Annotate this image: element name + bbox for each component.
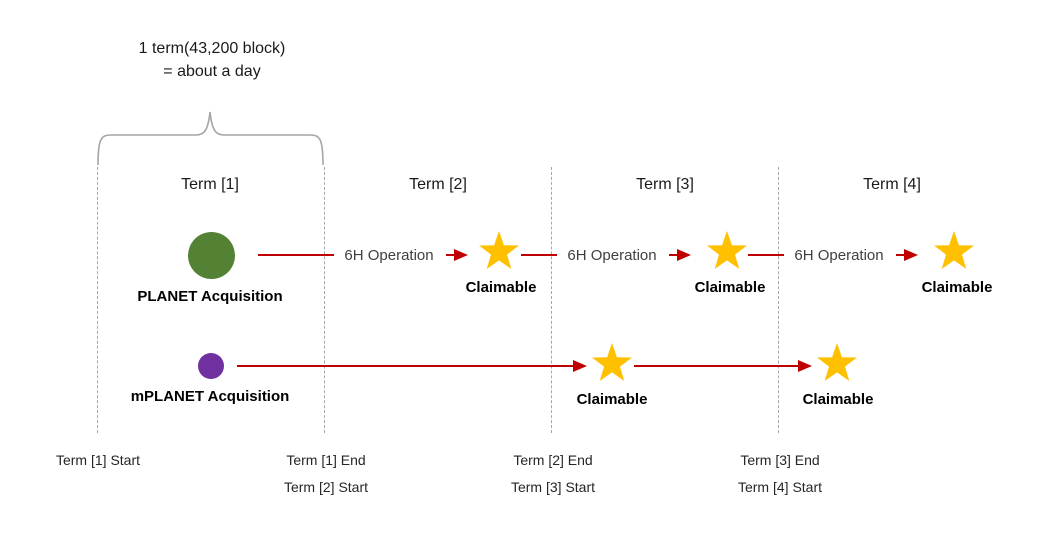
term-divider-3 — [551, 167, 552, 433]
arrow-line — [258, 254, 334, 256]
curly-brace-icon — [97, 111, 324, 166]
planet-acquisition-label: PLANET Acquisition — [137, 288, 283, 305]
term-divider-1 — [97, 167, 98, 433]
arrow-line — [896, 254, 904, 256]
claimable-label: Claimable — [576, 391, 648, 408]
term-2-start-label: Term [2] Start — [283, 479, 369, 495]
arrowhead-icon — [454, 249, 468, 261]
term-2-end-label: Term [2] End — [513, 452, 593, 468]
term-3-end-label: Term [3] End — [740, 452, 820, 468]
arrowhead-icon — [677, 249, 691, 261]
claimable-star-icon — [592, 343, 632, 381]
term-2-header: Term [2] — [409, 176, 467, 193]
term-4-header: Term [4] — [863, 176, 921, 193]
term-duration-note: 1 term(43,200 block) = about a day — [112, 37, 312, 83]
term-duration-note-line2: = about a day — [163, 63, 261, 80]
operation-label-2: 6H Operation — [567, 247, 657, 264]
arrow-line — [521, 254, 557, 256]
arrow-line — [446, 254, 454, 256]
claimable-label: Claimable — [694, 279, 766, 296]
term-1-header: Term [1] — [181, 176, 239, 193]
claimable-star-icon — [934, 231, 974, 269]
claimable-star-icon — [817, 343, 857, 381]
arrow-line — [237, 365, 573, 367]
claimable-label: Claimable — [802, 391, 874, 408]
arrow-line — [669, 254, 677, 256]
arrowhead-icon — [573, 360, 587, 372]
term-4-start-label: Term [4] Start — [737, 479, 823, 495]
term-3-start-label: Term [3] Start — [510, 479, 596, 495]
planet-marker-icon — [188, 232, 235, 279]
term-3-header: Term [3] — [636, 176, 694, 193]
claimable-star-icon — [479, 231, 519, 269]
arrow-line — [748, 254, 784, 256]
claimable-star-icon — [707, 231, 747, 269]
claimable-label: Claimable — [465, 279, 537, 296]
term-1-start-label: Term [1] Start — [55, 452, 141, 468]
mplanet-marker-icon — [198, 353, 224, 379]
operation-label-3: 6H Operation — [794, 247, 884, 264]
term-duration-note-line1: 1 term(43,200 block) — [138, 40, 286, 57]
arrowhead-icon — [904, 249, 918, 261]
term-1-end-label: Term [1] End — [286, 452, 366, 468]
arrow-line — [634, 365, 798, 367]
claimable-label: Claimable — [921, 279, 993, 296]
term-divider-2 — [324, 167, 325, 433]
operation-label-1: 6H Operation — [344, 247, 434, 264]
mplanet-acquisition-label: mPLANET Acquisition — [130, 388, 290, 405]
arrowhead-icon — [798, 360, 812, 372]
term-divider-4 — [778, 167, 779, 433]
